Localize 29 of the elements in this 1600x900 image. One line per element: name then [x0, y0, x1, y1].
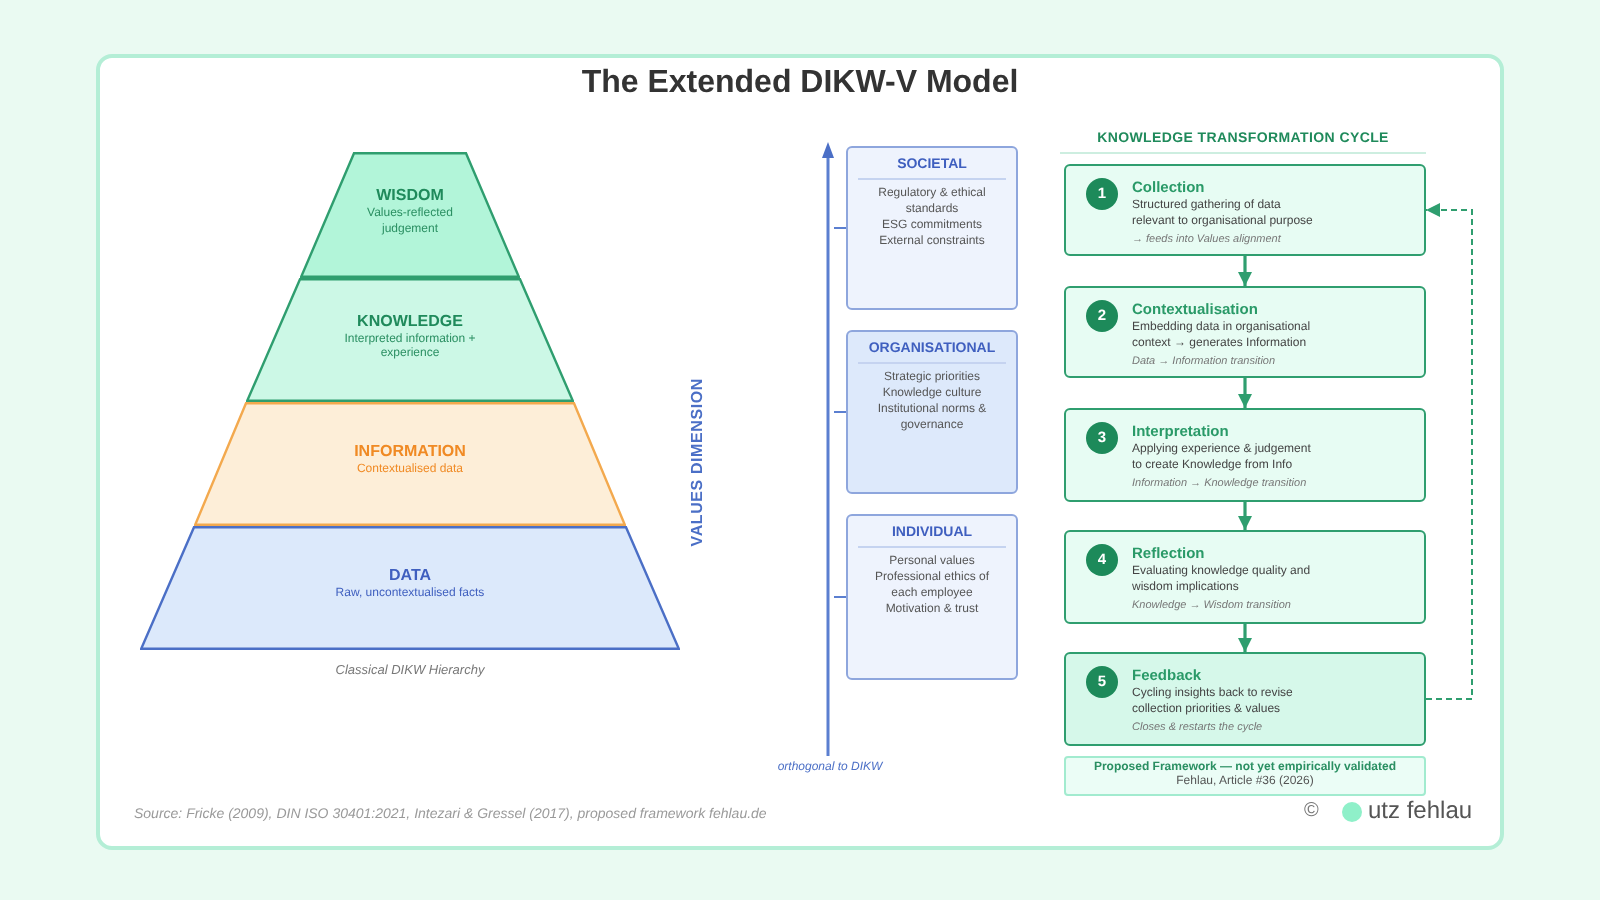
step-card: [1064, 652, 1426, 746]
dashed-arrow: [1425, 203, 1473, 700]
arrow: [1238, 256, 1252, 286]
pyramid-layer: [300, 152, 520, 278]
pyramid-layer: [140, 526, 680, 650]
pyramid-layer: [246, 278, 574, 402]
step-card: [1064, 286, 1426, 378]
layer-title: DATA: [388, 566, 432, 585]
step-card: [1064, 408, 1426, 502]
diagram-title: The Extended DIKW-V Model: [581, 66, 1019, 102]
axis-label: VALUES DIMENSION: [688, 378, 706, 547]
layer-title: KNOWLEDGE: [357, 311, 463, 329]
layer-title: WISDOM: [376, 186, 444, 204]
copyright-sign: ©: [1304, 800, 1319, 822]
arrow: [1238, 378, 1252, 408]
value-level-card: [846, 330, 1018, 494]
step-card: [1064, 530, 1426, 624]
connector-line: [833, 596, 847, 598]
layer-title: INFORMATION: [354, 442, 466, 461]
step-card: [1064, 164, 1426, 256]
value-level-card: [846, 146, 1018, 310]
author-name: utz fehlau: [1368, 796, 1473, 824]
arrow: [1238, 502, 1252, 530]
connector-line: [833, 411, 847, 413]
connector-line: [833, 227, 847, 229]
value-level-card: [846, 514, 1018, 680]
arrow: [1238, 624, 1252, 652]
value-axis: [822, 142, 834, 756]
disclaimer-panel: [1064, 756, 1426, 796]
